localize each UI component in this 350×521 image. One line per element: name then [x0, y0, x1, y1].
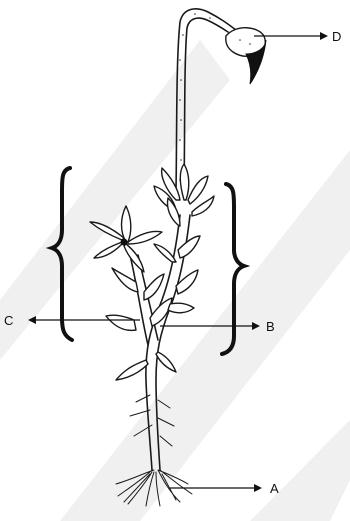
label-c: C	[4, 313, 13, 328]
pointer-d: D	[254, 29, 341, 44]
label-a: A	[270, 481, 279, 496]
label-b: B	[266, 319, 275, 334]
perichaetium	[154, 164, 214, 226]
label-d: D	[332, 29, 341, 44]
watermark	[0, 40, 350, 521]
stem-leaves	[106, 236, 200, 380]
